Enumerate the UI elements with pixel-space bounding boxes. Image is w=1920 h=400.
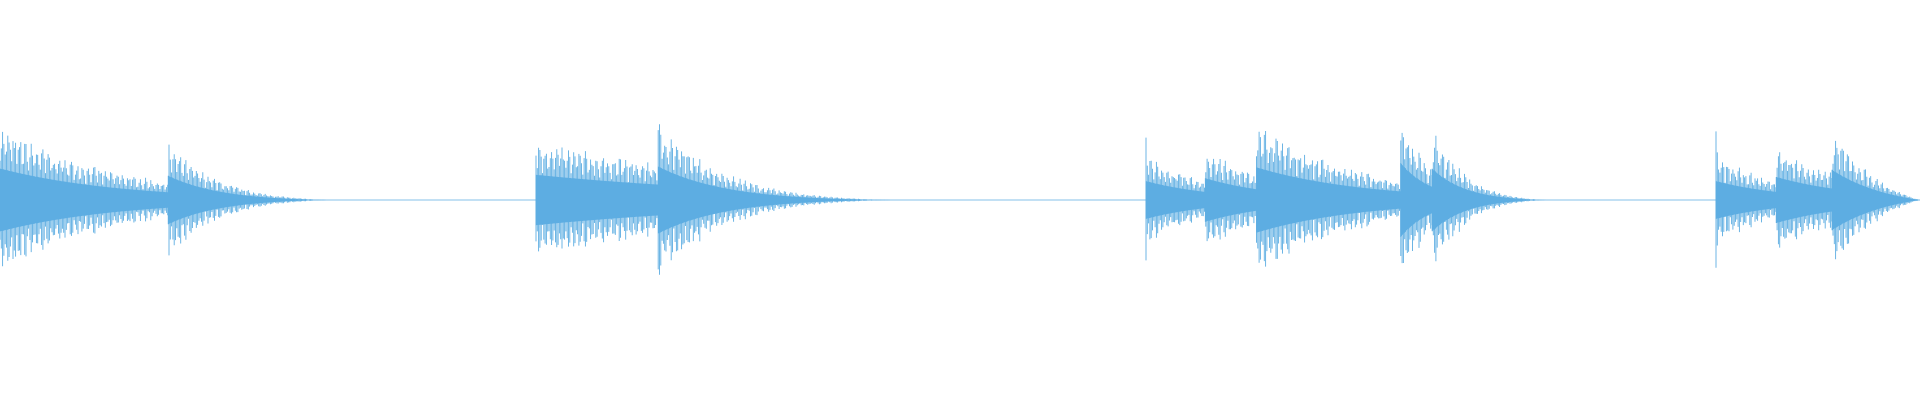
- waveform-core: [0, 168, 326, 232]
- waveform-core: [1715, 169, 1920, 231]
- waveform-segment: [0, 131, 326, 267]
- waveform-segment: [535, 124, 891, 275]
- waveform-segment: [1145, 131, 1546, 267]
- waveform-core: [535, 166, 889, 234]
- waveform-segment: [1715, 131, 1920, 268]
- waveform-segments: [0, 124, 1920, 275]
- waveform-core: [1145, 163, 1545, 237]
